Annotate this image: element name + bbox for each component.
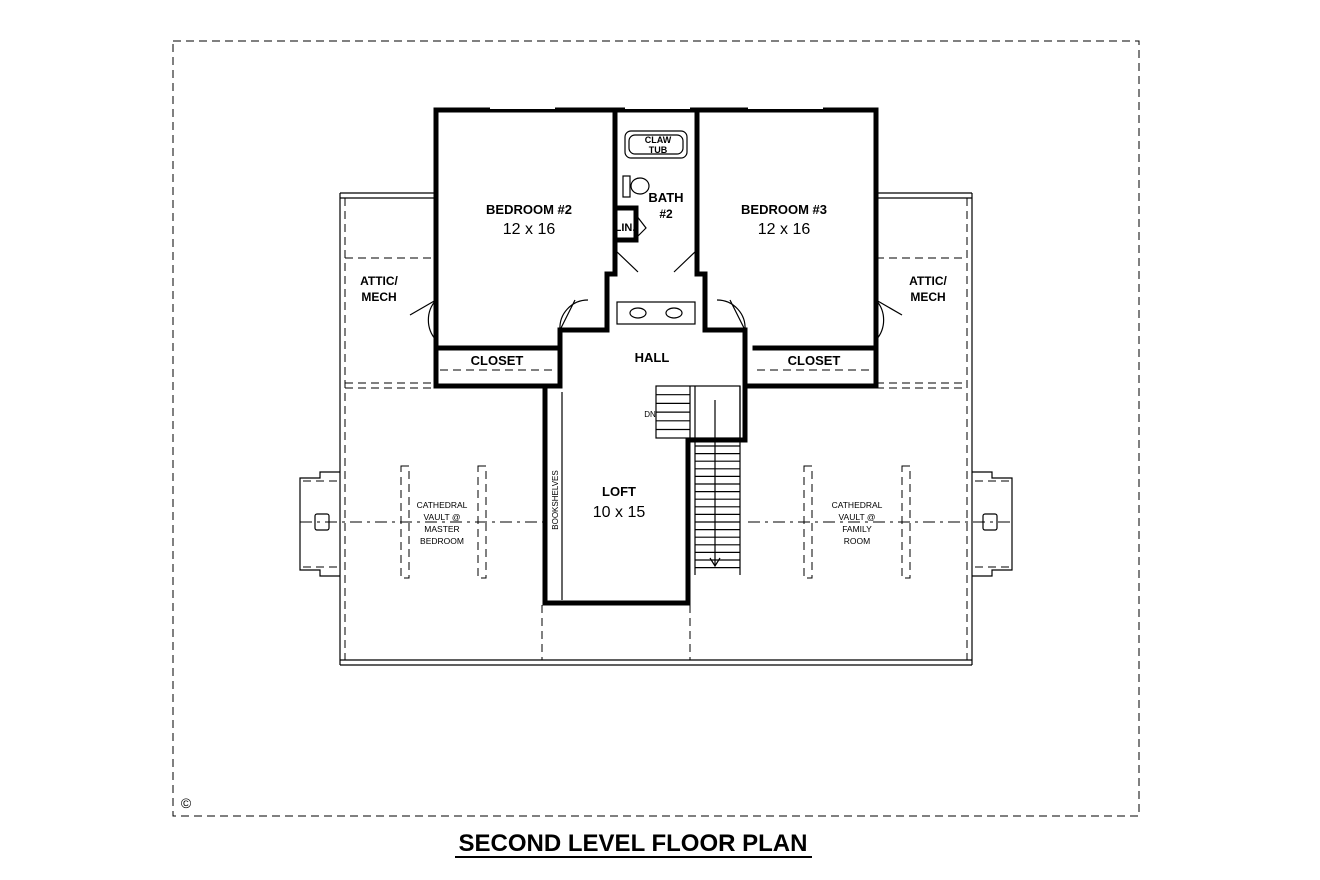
attic-left-line2: MECH [361, 290, 396, 304]
vault-left-line2: VAULT @ [424, 512, 461, 522]
bath-name: BATH [648, 190, 683, 205]
plan-title: SECOND LEVEL FLOOR PLAN [459, 830, 808, 857]
linen-label: LIN. [615, 222, 636, 234]
claw-tub-line1: CLAW [645, 135, 672, 145]
closet-left-label: CLOSET [471, 353, 524, 368]
doors [409, 214, 903, 341]
vault-right-line1: CATHEDRAL [832, 500, 883, 510]
stairs [655, 385, 741, 575]
exterior-walls [433, 107, 879, 606]
closet-right-label: CLOSET [788, 353, 841, 368]
vault-left-line3: MASTER [424, 524, 459, 534]
left-roof-bump [299, 471, 545, 577]
bookshelves-label: BOOKSHELVES [551, 470, 560, 529]
lower-roof-outline [339, 192, 973, 666]
vault-right-line2: VAULT @ [839, 512, 876, 522]
bedroom3-name: BEDROOM #3 [741, 202, 827, 217]
vault-right-line3: FAMILY [842, 524, 872, 534]
attic-right-line1: ATTIC/ [909, 274, 947, 288]
outer-roof-outline [172, 40, 1140, 817]
vault-left-line4: BEDROOM [420, 536, 464, 546]
loft-size: 10 x 15 [593, 504, 646, 521]
vault-right-line4: ROOM [844, 536, 870, 546]
copyright-symbol: © [181, 795, 192, 811]
right-roof-bump [748, 471, 1013, 577]
bedroom2-name: BEDROOM #2 [486, 202, 572, 217]
room-labels: BEDROOM #2 12 x 16 BEDROOM #3 12 x 16 BA… [181, 135, 948, 811]
bath-fixtures [616, 130, 696, 325]
loft-name: LOFT [602, 484, 636, 499]
vault-beam-markers [400, 465, 911, 579]
vault-left-line1: CATHEDRAL [417, 500, 468, 510]
claw-tub-line2: TUB [649, 145, 668, 155]
bedroom3-size: 12 x 16 [758, 221, 811, 238]
attic-right-line2: MECH [910, 290, 945, 304]
attic-left-line1: ATTIC/ [360, 274, 398, 288]
stair-dn-label: DN [644, 410, 656, 419]
hall-label: HALL [635, 350, 670, 365]
bath-number: #2 [659, 207, 673, 221]
bedroom2-size: 12 x 16 [503, 221, 556, 238]
